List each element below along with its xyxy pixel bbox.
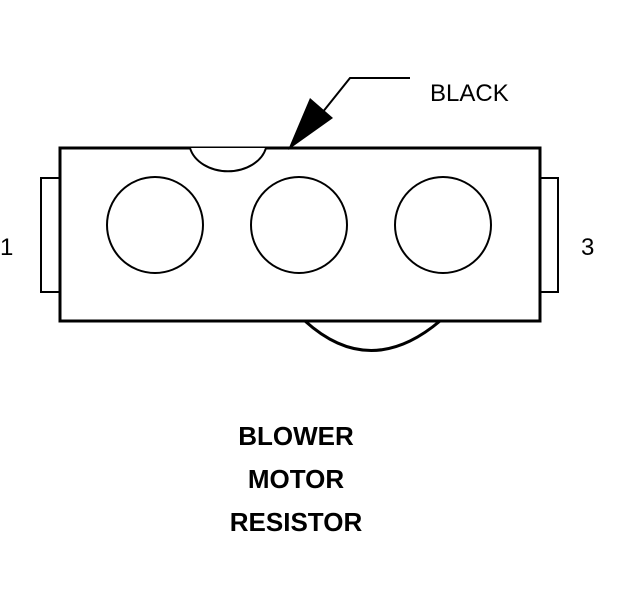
terminal-cavity-3	[394, 176, 492, 274]
bottom-key	[303, 319, 441, 352]
title-line-3: RESISTOR	[229, 507, 363, 537]
title-line-1: BLOWER	[238, 421, 354, 451]
title-line-2: MOTOR	[247, 464, 345, 494]
right-latch	[538, 177, 559, 293]
connector-body	[58, 146, 542, 323]
pin-label-3: 3	[581, 234, 595, 261]
callout-arrowhead	[288, 98, 333, 150]
left-latch	[40, 177, 62, 293]
top-notch	[189, 147, 267, 173]
terminal-cavity-1	[106, 176, 204, 274]
callout-leader-line	[317, 77, 410, 119]
terminal-cavity-2	[250, 176, 348, 274]
pin-label-1: 1	[0, 234, 14, 261]
color-callout-label: BLACK	[430, 80, 509, 107]
